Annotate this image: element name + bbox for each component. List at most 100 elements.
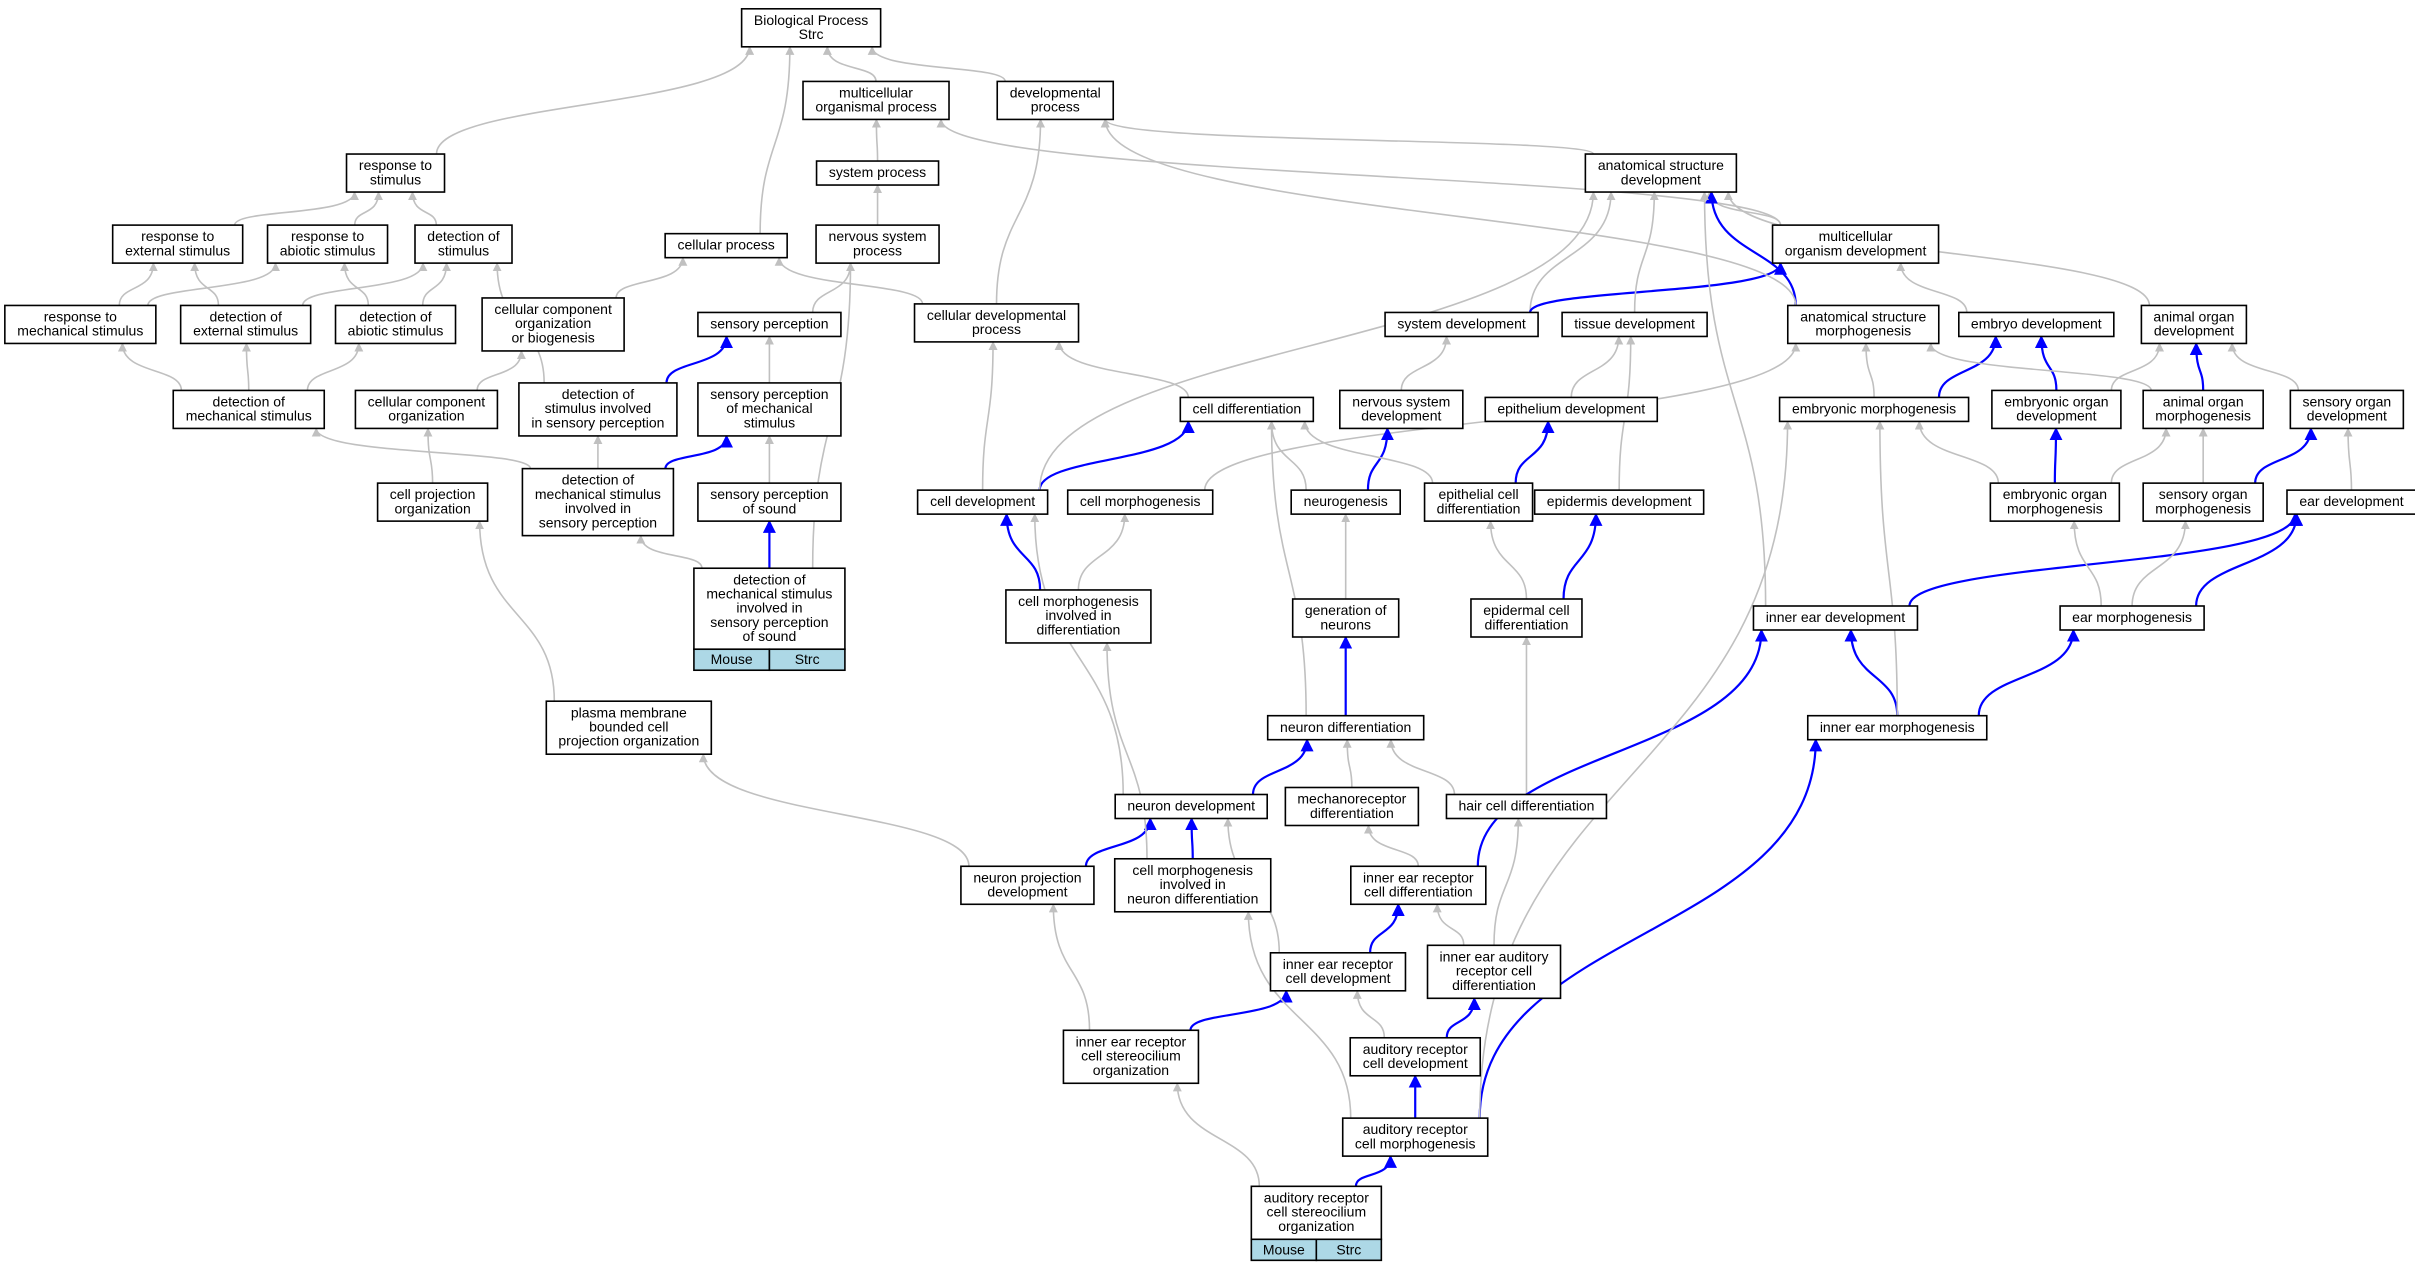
term-box: [1786, 304, 1940, 345]
go-term-epid-dev[interactable]: epidermis development: [1533, 489, 1705, 515]
go-term-cell-morph[interactable]: cell morphogenesis: [1066, 489, 1214, 515]
go-term-cell-dev[interactable]: cell development: [916, 489, 1049, 515]
term-box: [2289, 389, 2405, 430]
term-box: [1989, 482, 2121, 522]
term-label-line: or biogenesis: [511, 329, 594, 345]
term-label-line: differentiation: [1437, 500, 1521, 516]
term-label-line: abiotic stimulus: [348, 323, 444, 339]
term-label-line: cell morphogenesis: [1080, 493, 1201, 509]
go-term-hair-cell-diff[interactable]: hair cell differentiation: [1445, 793, 1608, 820]
go-term-neuron-dev[interactable]: neuron development: [1114, 793, 1268, 820]
highlighted-is-a-edge: [1038, 420, 1195, 491]
go-term-epith-dev[interactable]: epithelium development: [1484, 396, 1659, 423]
go-term-ear-dev[interactable]: ear development: [2286, 489, 2415, 515]
go-term-inner-ear-morph[interactable]: inner ear morphogenesis: [1806, 714, 1988, 741]
term-box: [172, 389, 326, 430]
go-term-ear-morph[interactable]: ear morphogenesis: [2059, 605, 2205, 631]
go-term-neuron-diff[interactable]: neuron differentiation: [1266, 714, 1425, 741]
annotation-tag-strc[interactable]: Strc: [1315, 1238, 1383, 1262]
go-term-embryonic-morph[interactable]: embryonic morphogenesis: [1778, 396, 1970, 423]
is-a-edge: [1100, 118, 1797, 306]
go-term-sys-dev[interactable]: system development: [1384, 311, 1539, 338]
term-box: [1284, 786, 1420, 827]
go-term-neurogenesis[interactable]: neurogenesis: [1290, 489, 1401, 515]
term-label-line: development: [2154, 323, 2234, 339]
term-label-line: auditory receptor: [1363, 1041, 1468, 1057]
term-label-line: of sound: [743, 500, 797, 516]
term-label-line: neuron development: [1127, 798, 1255, 814]
go-term-tissue-dev[interactable]: tissue development: [1561, 311, 1708, 338]
term-label-line: differentiation: [1452, 977, 1536, 993]
term-label-line: sensory perception: [710, 386, 828, 402]
term-label-line: involved in: [565, 500, 631, 516]
term-box: [4, 304, 157, 345]
is-a-edge: [867, 45, 1007, 82]
term-label-line: differentiation: [1037, 621, 1121, 637]
go-term-sys-proc[interactable]: system process: [815, 160, 940, 186]
go-term-cell-diff[interactable]: cell differentiation: [1179, 396, 1315, 423]
go-term-sens-perc[interactable]: sensory perception: [697, 311, 842, 338]
term-box: [1778, 396, 1970, 423]
is-a-edge: [475, 520, 556, 702]
term-label-line: sensory organ: [2159, 486, 2248, 502]
term-label-line: generation of: [1305, 602, 1387, 618]
go-term-embryo-dev[interactable]: embryo development: [1958, 311, 2115, 338]
is-a-edge: [1352, 989, 1386, 1038]
is-a-edge: [1861, 342, 1875, 398]
annotation-tag-mouse[interactable]: Mouse: [1250, 1238, 1318, 1262]
highlighted-is-a-edge: [1476, 628, 1768, 867]
go-term-inner-ear-dev[interactable]: inner ear development: [1752, 605, 1919, 631]
annotation-tag-mouse[interactable]: Mouse: [693, 648, 771, 672]
term-label-line: detection of: [359, 309, 431, 325]
go-term-cell-proc[interactable]: cellular process: [664, 232, 788, 259]
annotation-tag-strc[interactable]: Strc: [768, 648, 846, 672]
term-label-line: multicellular: [839, 85, 913, 101]
